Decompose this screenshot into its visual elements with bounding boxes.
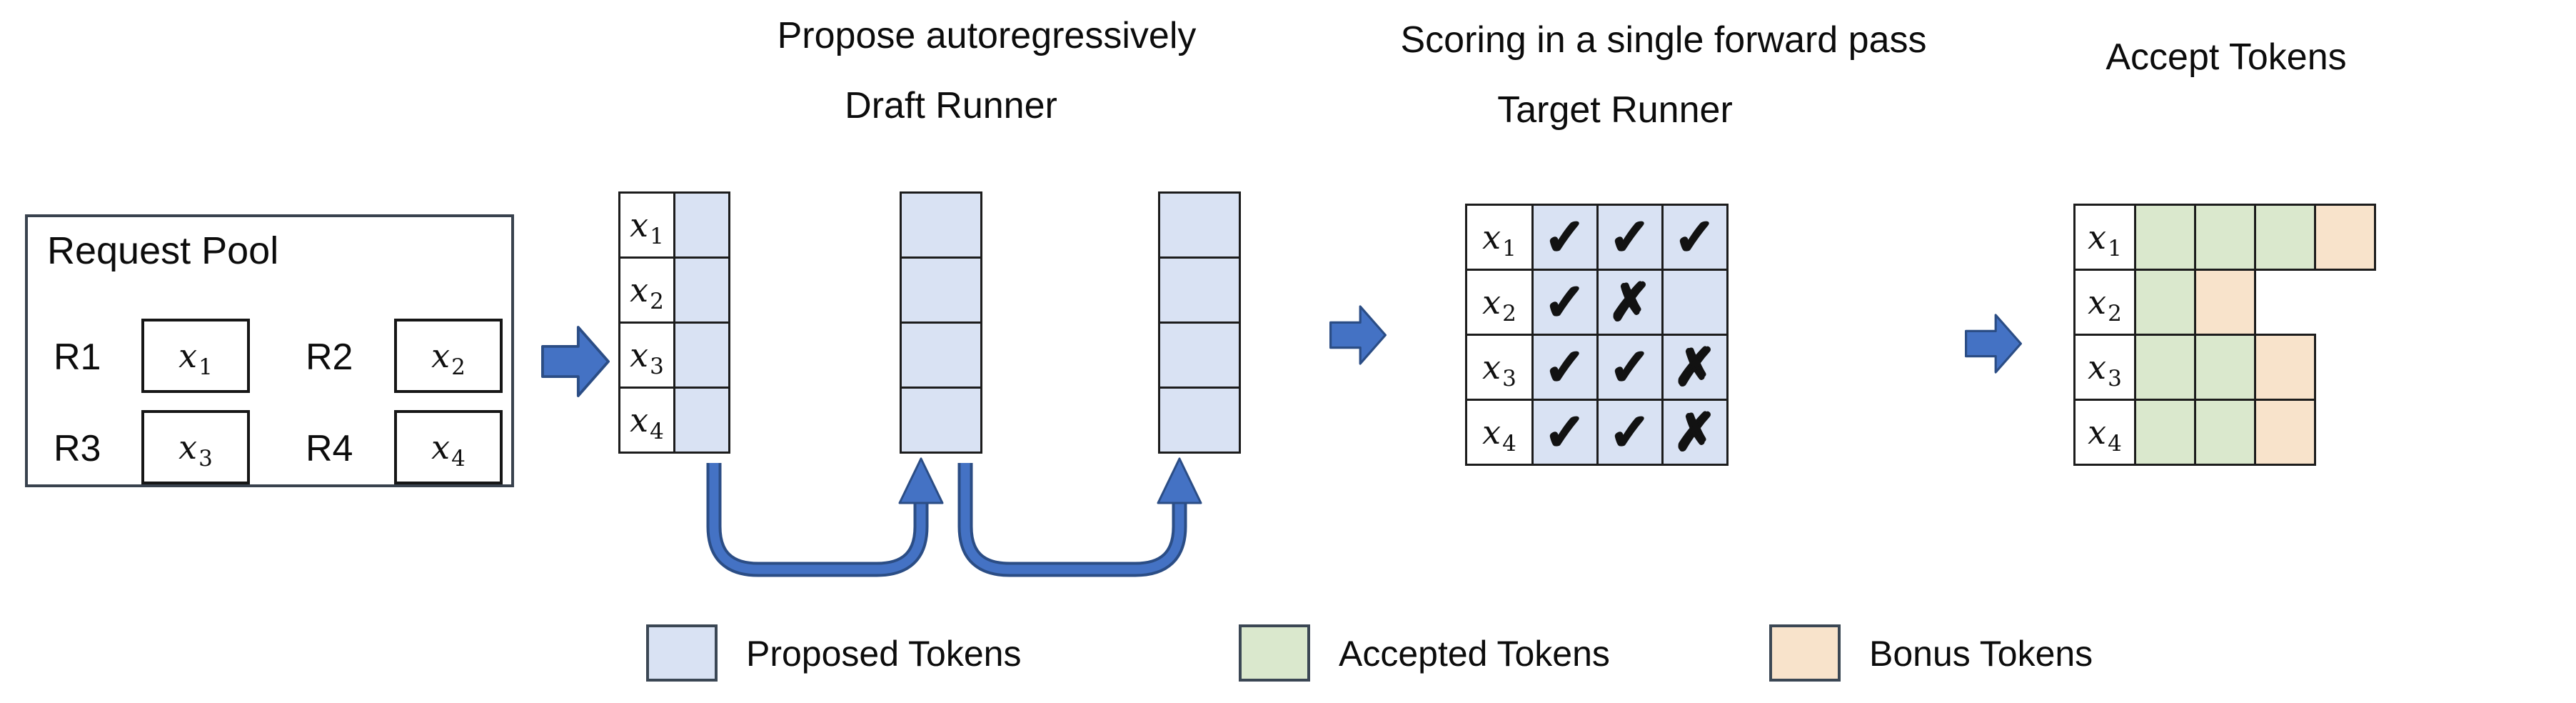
proposed-token-cell [1158, 387, 1241, 454]
proposed-token-cell [1158, 321, 1241, 389]
proposed-token-cell [900, 387, 982, 454]
request-id-r4: R4 [306, 428, 353, 469]
proposed-token-cell [900, 256, 982, 324]
proposed-token-cell [673, 191, 730, 259]
cross-mark-cell: ✗ [1661, 399, 1729, 466]
accepted-token-cell [2194, 334, 2256, 401]
accepted-token-cell [2134, 204, 2196, 271]
legend-swatch-proposed [646, 624, 718, 682]
accept-section-title: Accept Tokens [2105, 36, 2347, 78]
bonus-token-cell [2314, 204, 2376, 271]
check-mark-cell: ✓ [1531, 269, 1599, 336]
accepted-token-cell [2194, 399, 2256, 466]
bonus-token-cell [2254, 334, 2316, 401]
accepted-token-cell [2194, 204, 2256, 271]
legend-swatch-accepted [1239, 624, 1310, 682]
draft-proposal-column-2 [900, 191, 982, 454]
check-mark-cell: ✓ [1531, 334, 1599, 401]
check-mark-cell: ✓ [1661, 204, 1729, 271]
autoregressive-loop-arrows [706, 457, 1202, 577]
request-id-r1: R1 [54, 336, 101, 378]
check-mark-cell: ✓ [1596, 334, 1664, 401]
check-mark-cell: ✓ [1531, 204, 1599, 271]
legend-label: Proposed Tokens [746, 634, 1022, 674]
proposed-token-cell [1158, 256, 1241, 324]
proposed-token-cell [673, 256, 730, 324]
target-runner-subtitle: Target Runner [1497, 89, 1733, 131]
cross-mark-cell: ✗ [1596, 269, 1664, 336]
proposed-token-cell [900, 321, 982, 389]
cross-mark-cell: ✗ [1661, 334, 1729, 401]
draft-runner-subtitle: Draft Runner [845, 85, 1057, 126]
target-section-title: Scoring in a single forward pass [1400, 19, 1927, 61]
proposed-token-cell [673, 321, 730, 389]
request-id-r3: R3 [54, 428, 101, 469]
loop-arrowhead-icon [898, 457, 944, 504]
accepted-token-cell [2134, 334, 2196, 401]
legend-label: Accepted Tokens [1339, 634, 1610, 674]
request-id-r2: R2 [306, 336, 353, 378]
flow-arrow-icon [1329, 305, 1387, 365]
bonus-token-cell [2254, 399, 2316, 466]
flow-arrow-icon [1965, 314, 2022, 374]
flow-arrow-icon [541, 326, 610, 397]
accepted-token-cell [2254, 204, 2316, 271]
check-mark-cell: ✓ [1596, 204, 1664, 271]
accepted-token-cell [2134, 269, 2196, 336]
proposed-token-cell [673, 387, 730, 454]
request-pool-title: Request Pool [47, 229, 279, 272]
bonus-token-cell [2194, 269, 2256, 336]
draft-section-title: Propose autoregressively [777, 15, 1197, 56]
loop-arrowhead-icon [1157, 457, 1202, 504]
proposed-token-cell [1158, 191, 1241, 259]
empty-score-cell [1661, 269, 1729, 336]
legend-label: Bonus Tokens [1869, 634, 2093, 674]
draft-proposal-column-3 [1158, 191, 1241, 454]
legend-swatch-bonus [1769, 624, 1841, 682]
proposed-token-cell [900, 191, 982, 259]
accepted-token-cell [2134, 399, 2196, 466]
check-mark-cell: ✓ [1596, 399, 1664, 466]
check-mark-cell: ✓ [1531, 399, 1599, 466]
